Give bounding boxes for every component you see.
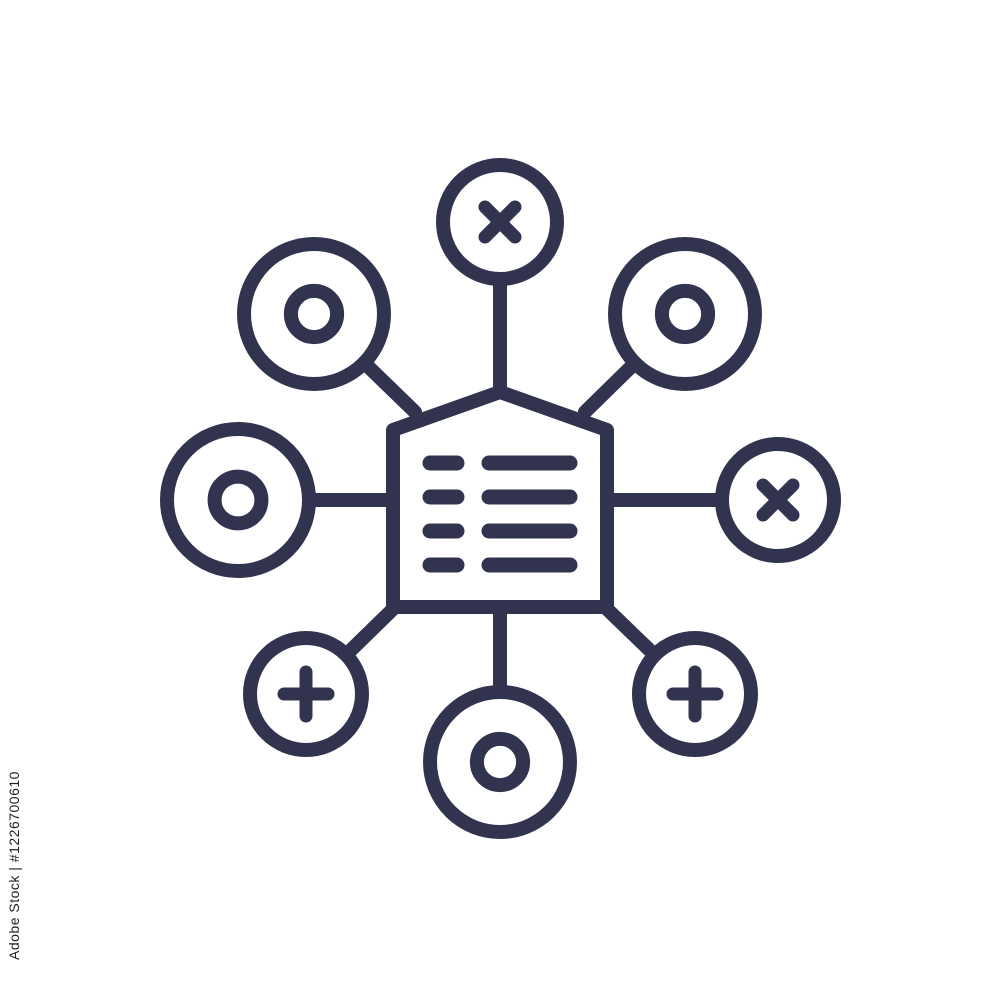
connector-bottom-left [339,602,400,662]
node-top [436,158,564,286]
node-ring [160,422,316,578]
document-icon [386,385,614,614]
node-bottom-left [243,631,369,757]
plus-icon [666,665,724,723]
node-ring [608,237,762,391]
x-stroke [478,200,522,244]
node-ring [632,631,758,757]
node-ring [715,437,841,563]
node-ring [243,631,369,757]
stock-watermark: Adobe Stock | #1226700610 [6,771,22,960]
circle-icon [654,283,716,345]
node-top-left [237,237,391,391]
connector-top-left [357,355,422,419]
connector-bottom-right [600,602,662,663]
document-outline [386,385,614,614]
circle-icon [207,469,269,531]
close-icon [478,200,522,244]
circle-icon [283,283,345,345]
node-circles [160,158,841,839]
x-stroke [756,478,800,522]
circle-icon [469,731,531,793]
plus-icon [277,665,335,723]
node-right [715,437,841,563]
connector-lines [302,272,729,699]
node-bottom-right [632,631,758,757]
node-bottom [423,685,577,839]
node-ring [237,237,391,391]
connector-top-right [578,355,643,419]
node-left [160,422,316,578]
node-top-right [608,237,762,391]
close-icon [756,478,800,522]
node-ring [436,158,564,286]
node-ring [423,685,577,839]
